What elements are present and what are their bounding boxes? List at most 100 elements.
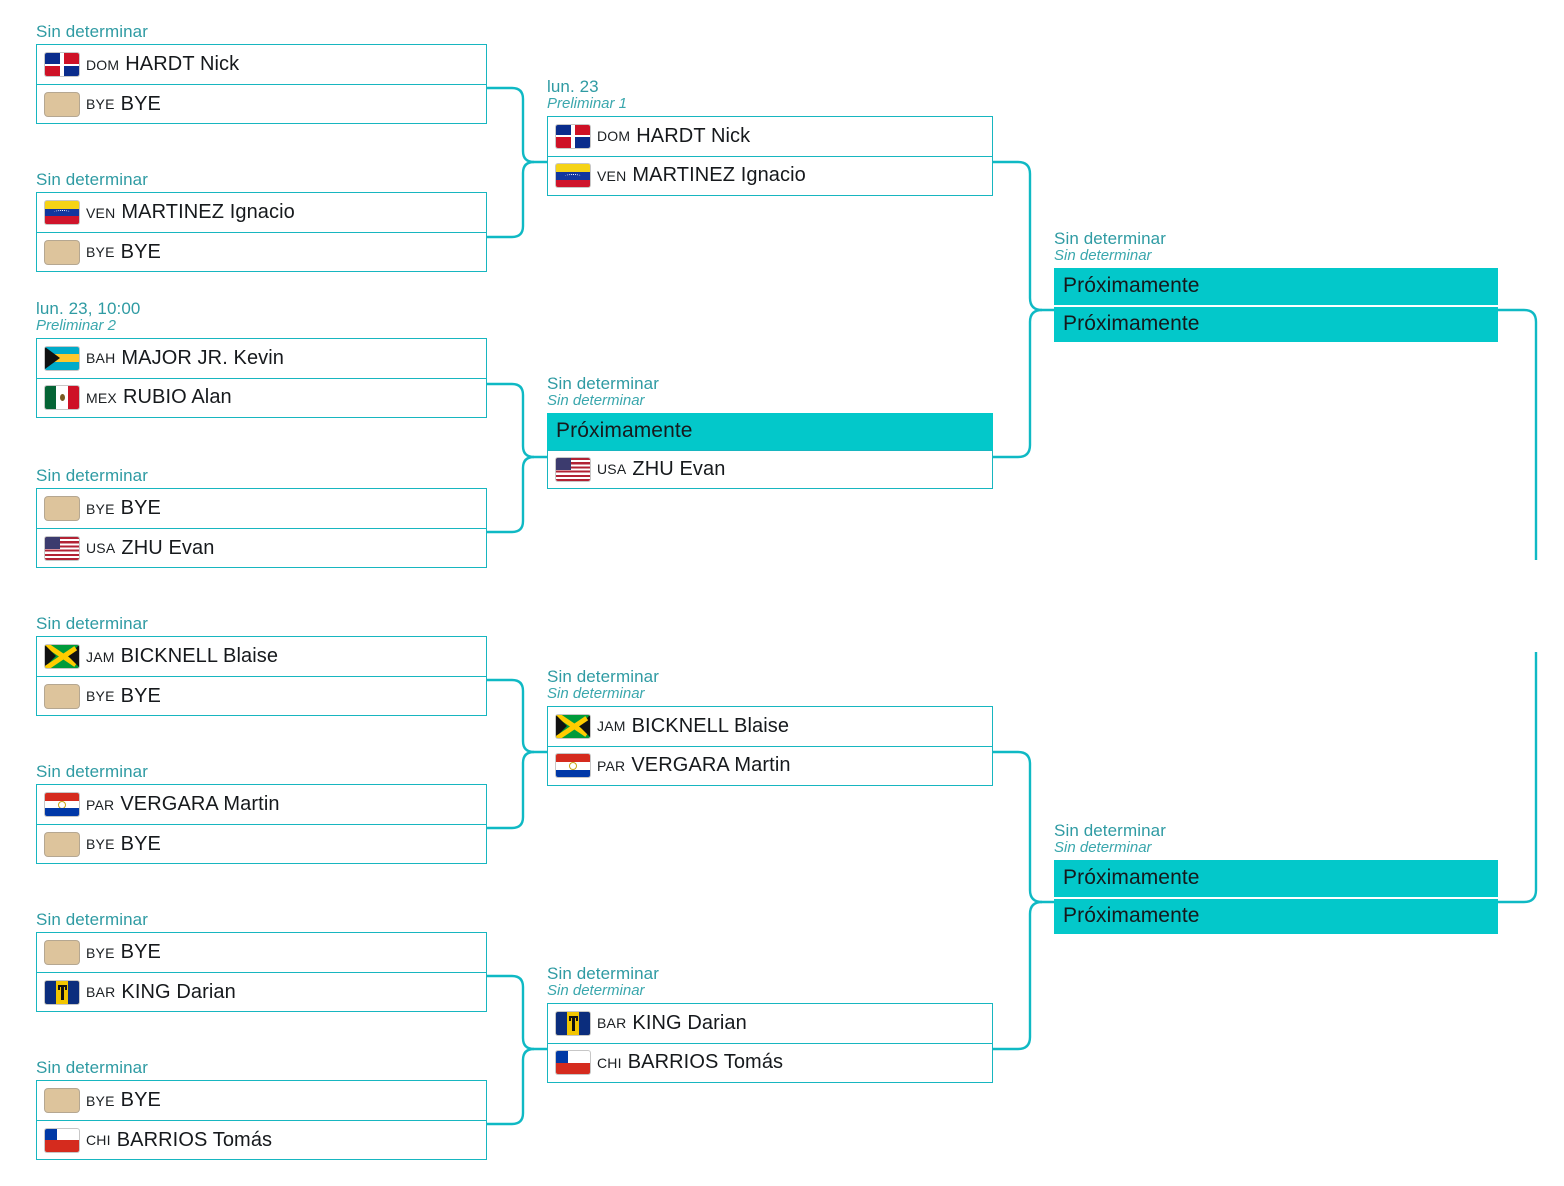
player-row[interactable]: BAH MAJOR JR. Kevin (37, 338, 486, 378)
match-date: Sin determinar (547, 667, 659, 686)
player-noc: VEN (597, 167, 627, 184)
player-row[interactable]: MEX RUBIO Alan (37, 377, 486, 417)
player-row[interactable]: BYE BYE (37, 933, 486, 973)
player-name: BICKNELL Blaise (120, 645, 279, 668)
player-name: BYE (120, 941, 161, 964)
match-r1-m8[interactable]: Sin determinar BYE BYE CHI BARRIOS Tomás (36, 1058, 487, 1161)
match-r1-m2[interactable]: Sin determinar VEN MARTINEZ Ignacio BYE … (36, 170, 487, 273)
flag-par-icon (45, 793, 79, 817)
player-name: MARTINEZ Ignacio (121, 201, 295, 224)
player-noc: BYE (86, 836, 115, 853)
player-name: RUBIO Alan (122, 386, 232, 409)
player-row[interactable]: VEN MARTINEZ Ignacio (548, 155, 992, 195)
player-row-pending[interactable]: Próximamente (547, 412, 993, 450)
player-row[interactable]: JAM BICKNELL Blaise (37, 637, 486, 677)
flag-jam-icon (45, 645, 79, 669)
match-rows: Próximamente Próximamente (1054, 267, 1498, 342)
player-noc: BYE (86, 688, 115, 705)
player-name: KING Darian (121, 980, 236, 1003)
match-header: Sin determinar Sin determinar (547, 667, 993, 703)
match-r2-m2[interactable]: Sin determinar Sin determinar Próximamen… (547, 374, 993, 489)
match-header: Sin determinar Sin determinar (547, 374, 993, 410)
player-noc: BAH (86, 350, 116, 367)
match-round-label: Preliminar 1 (547, 95, 628, 113)
match-header: Sin determinar Sin determinar (1054, 229, 1498, 265)
match-rows: BYE BYE USA ZHU Evan (36, 488, 487, 569)
match-rows: BYE BYE CHI BARRIOS Tomás (36, 1080, 487, 1161)
match-header: Sin determinar (36, 1058, 487, 1077)
player-row[interactable]: PAR VERGARA Martin (37, 785, 486, 825)
flag-bye-icon (45, 941, 79, 965)
flag-par-icon (556, 754, 590, 778)
match-rows: BAH MAJOR JR. Kevin MEX RUBIO Alan (36, 337, 487, 418)
match-r3-m2[interactable]: Sin determinar Sin determinar Próximamen… (1054, 821, 1498, 934)
match-r1-m3[interactable]: lun. 23, 10:00 Preliminar 2 BAH MAJOR JR… (36, 299, 487, 418)
player-row-pending[interactable]: Próximamente (1054, 859, 1498, 897)
player-row[interactable]: DOM HARDT Nick (548, 116, 992, 156)
player-row[interactable]: BAR KING Darian (548, 1003, 992, 1043)
flag-bar-icon (45, 980, 79, 1004)
player-name: BICKNELL Blaise (631, 714, 790, 737)
player-noc: JAM (86, 648, 115, 665)
match-date: Sin determinar (547, 964, 659, 983)
player-row[interactable]: PAR VERGARA Martin (548, 745, 992, 785)
player-row[interactable]: BYE BYE (37, 824, 486, 864)
player-name: Próximamente (1063, 904, 1200, 928)
match-r2-m3[interactable]: Sin determinar Sin determinar JAM BICKNE… (547, 667, 993, 786)
player-row[interactable]: USA ZHU Evan (37, 528, 486, 568)
player-row[interactable]: BYE BYE (37, 84, 486, 124)
player-row[interactable]: CHI BARRIOS Tomás (548, 1042, 992, 1082)
match-r1-m6[interactable]: Sin determinar PAR VERGARA Martin BYE BY… (36, 762, 487, 865)
player-name: BYE (120, 684, 161, 707)
match-round-label: Sin determinar (547, 392, 645, 410)
player-row[interactable]: VEN MARTINEZ Ignacio (37, 193, 486, 233)
player-row-pending[interactable]: Próximamente (1054, 896, 1498, 934)
player-row-pending[interactable]: Próximamente (1054, 304, 1498, 342)
player-name: KING Darian (632, 1011, 747, 1034)
flag-usa-icon (45, 536, 79, 560)
match-r1-m5[interactable]: Sin determinar JAM BICKNELL Blaise BYE B… (36, 614, 487, 717)
match-r2-m1[interactable]: lun. 23 Preliminar 1 DOM HARDT Nick VEN … (547, 77, 993, 196)
player-row[interactable]: JAM BICKNELL Blaise (548, 706, 992, 746)
match-rows: DOM HARDT Nick BYE BYE (36, 44, 487, 125)
player-row[interactable]: DOM HARDT Nick (37, 45, 486, 85)
match-date: Sin determinar (36, 1058, 148, 1077)
flag-ven-icon (45, 201, 79, 225)
match-round-label: Preliminar 2 (36, 317, 117, 335)
match-round-label: Sin determinar (547, 982, 645, 1000)
player-noc: BYE (86, 96, 115, 113)
player-noc: CHI (86, 1132, 111, 1149)
player-name: Próximamente (1063, 312, 1200, 336)
match-rows: Próximamente USA ZHU Evan (547, 412, 993, 489)
player-name: MARTINEZ Ignacio (632, 164, 806, 187)
player-row-pending[interactable]: Próximamente (1054, 267, 1498, 305)
match-date: Sin determinar (36, 762, 148, 781)
player-row[interactable]: BYE BYE (37, 232, 486, 272)
player-row[interactable]: BYE BYE (37, 1081, 486, 1121)
match-date: Sin determinar (1054, 821, 1166, 840)
flag-bye-icon (45, 497, 79, 521)
player-row[interactable]: USA ZHU Evan (547, 449, 993, 489)
match-date: Sin determinar (1054, 229, 1166, 248)
match-header: Sin determinar Sin determinar (1054, 821, 1498, 857)
player-row[interactable]: BYE BYE (37, 676, 486, 716)
match-r3-m1[interactable]: Sin determinar Sin determinar Próximamen… (1054, 229, 1498, 342)
match-rows: BYE BYE BAR KING Darian (36, 932, 487, 1013)
match-date: Sin determinar (36, 22, 148, 41)
match-r1-m4[interactable]: Sin determinar BYE BYE USA ZHU Evan (36, 466, 487, 569)
player-row[interactable]: CHI BARRIOS Tomás (37, 1120, 486, 1160)
flag-bye-icon (45, 832, 79, 856)
player-name: Próximamente (556, 419, 693, 443)
match-round-label: Sin determinar (547, 685, 645, 703)
match-date: Sin determinar (36, 614, 148, 633)
flag-bye-icon (45, 92, 79, 116)
player-noc: VEN (86, 204, 116, 221)
match-r1-m7[interactable]: Sin determinar BYE BYE BAR KING Darian (36, 910, 487, 1013)
flag-mex-icon (45, 386, 79, 410)
match-r2-m4[interactable]: Sin determinar Sin determinar BAR KING D… (547, 964, 993, 1083)
player-row[interactable]: BAR KING Darian (37, 972, 486, 1012)
player-row[interactable]: BYE BYE (37, 489, 486, 529)
flag-bye-icon (45, 1089, 79, 1113)
match-r1-m1[interactable]: Sin determinar DOM HARDT Nick BYE BYE (36, 22, 487, 125)
